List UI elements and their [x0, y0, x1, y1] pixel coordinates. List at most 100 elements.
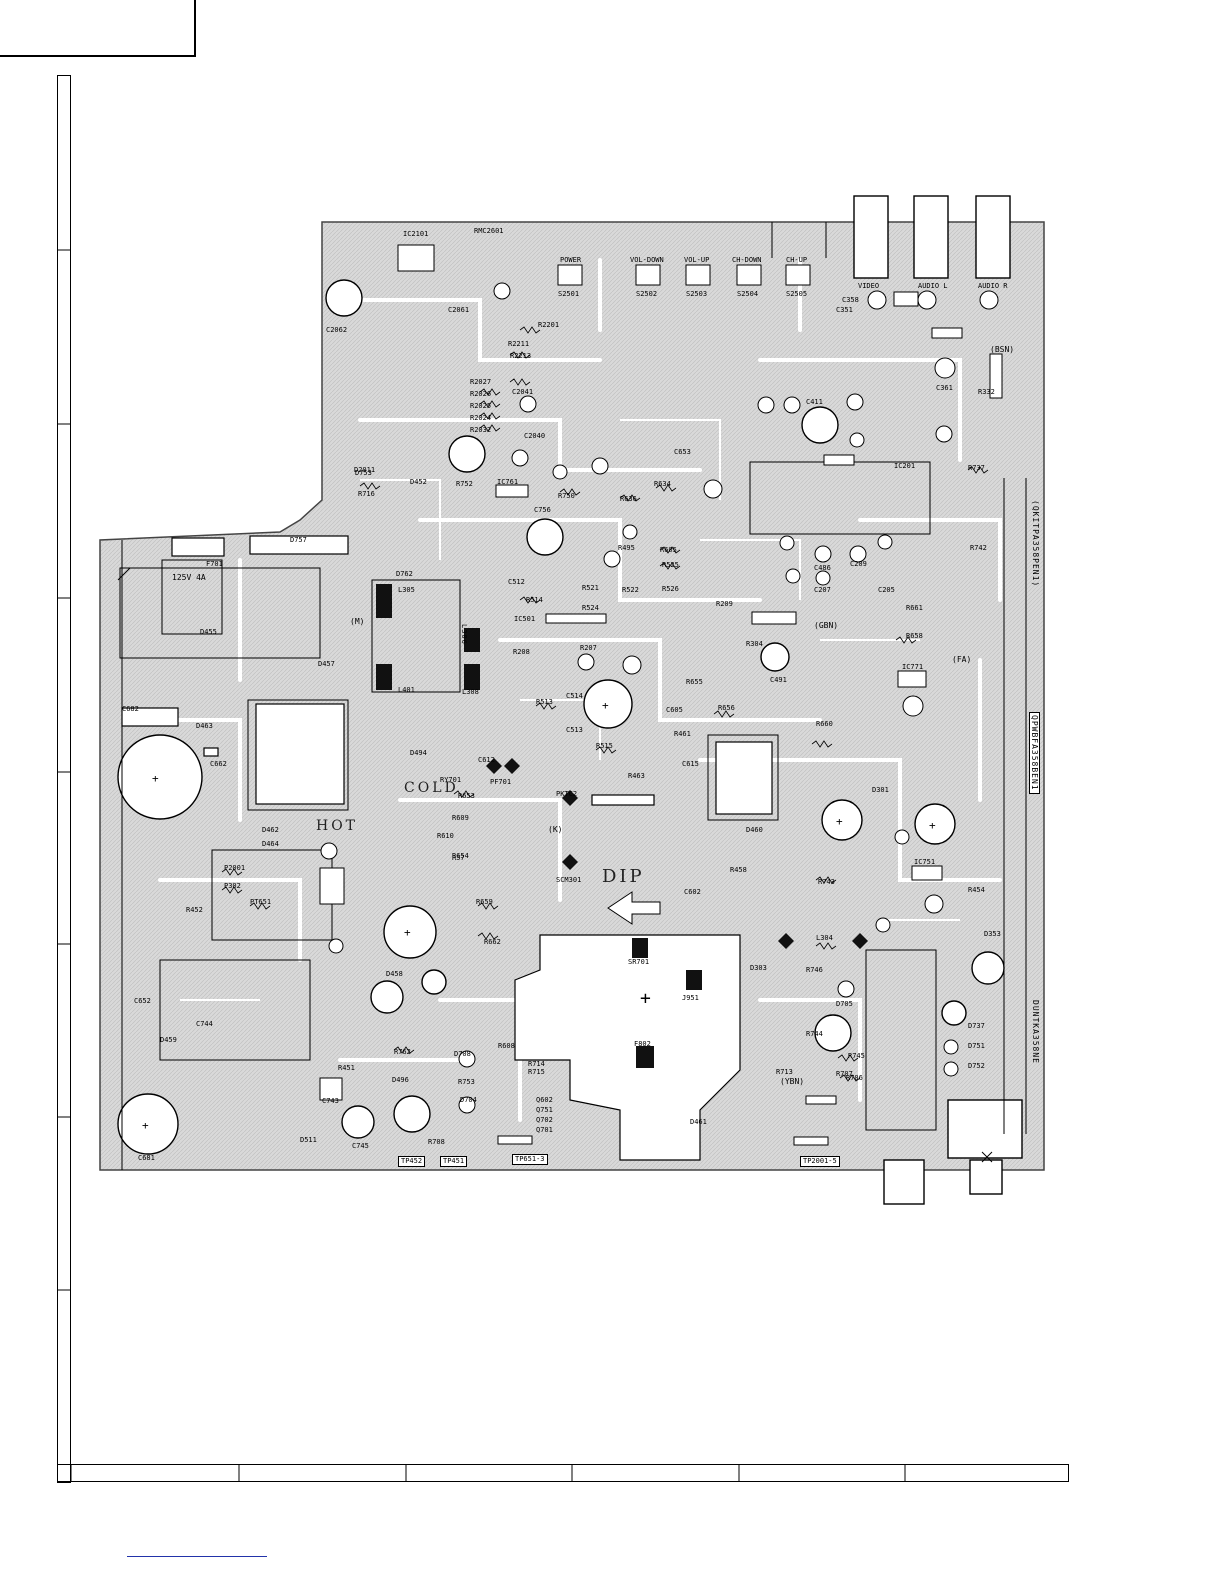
component-ref: R208: [513, 648, 530, 656]
button-label-power: POWER: [560, 256, 582, 264]
region-label-dip: DIP: [602, 866, 645, 887]
component-ref: R57: [452, 854, 465, 862]
board-code-qkit: (QKITPA358PEN1): [1031, 500, 1040, 588]
component-ref: C615: [682, 760, 699, 768]
component-ref: R714: [528, 1060, 545, 1068]
svg-text:+: +: [640, 988, 651, 1009]
component-ref: R209: [716, 600, 733, 608]
component-ref: L305: [398, 586, 415, 594]
component-ref: PKTC2: [556, 790, 578, 798]
component-ref: D753: [355, 469, 372, 477]
component-ref: L308: [462, 688, 479, 696]
component-ref: D494: [410, 749, 427, 757]
jack-label-audio-l: AUDIO L: [918, 282, 948, 290]
bottom-margin-ruler: [57, 1464, 1069, 1482]
component-ref: R332: [978, 388, 995, 396]
test-point: TP651-3: [512, 1154, 548, 1165]
component-ref: D461: [690, 1118, 707, 1126]
component-ref: R451: [338, 1064, 355, 1072]
board-outline: [99, 221, 1045, 1171]
component-ref: D452: [410, 478, 427, 486]
component-ref: R526: [662, 585, 679, 593]
svg-text:+: +: [602, 699, 609, 712]
component-ref: F802: [634, 1040, 651, 1048]
switch-ref: S2503: [686, 290, 708, 298]
component-ref: R661: [906, 604, 923, 612]
switch-ref: S2504: [737, 290, 759, 298]
component-ref: R753: [458, 1078, 475, 1086]
component-ref: RY701: [440, 776, 462, 784]
component-ref: R515: [596, 742, 613, 750]
component-ref: R2201: [538, 321, 560, 329]
component-ref: R609: [452, 814, 469, 822]
component-ref: L304: [816, 934, 833, 942]
component-ref: C514: [566, 692, 583, 700]
component-ref: SR701: [628, 958, 650, 966]
ic-label: RMC2601: [474, 227, 504, 235]
component-ref: R513: [536, 698, 553, 706]
variant-label: (M): [350, 617, 365, 626]
component-ref: R737: [968, 464, 985, 472]
component-ref: R2026: [470, 390, 492, 398]
component-ref: D705: [836, 1000, 853, 1008]
variant-label: (YBN): [780, 1077, 805, 1086]
component-ref: R662: [484, 938, 501, 946]
component-ref: R454: [968, 886, 985, 894]
component-ref: R744: [806, 1030, 823, 1038]
component-ref: PT651: [250, 898, 272, 906]
region-label-hot: HOT: [316, 818, 359, 834]
component-ref: R707: [836, 1070, 853, 1078]
ic-label: IC201: [894, 462, 916, 470]
jack-label-video: VIDEO: [858, 282, 880, 290]
button-label-ch-up: CH-UP: [786, 256, 808, 264]
component-ref: D704: [460, 1096, 477, 1104]
component-ref: R656: [718, 704, 735, 712]
component-ref: C756: [534, 506, 551, 514]
switch-ref: S2501: [558, 290, 580, 298]
component-ref: R716: [358, 490, 375, 498]
variant-label: (K): [548, 825, 563, 834]
variant-label: (GBN): [814, 621, 839, 630]
component-ref: R750: [558, 492, 575, 500]
component-ref: D459: [160, 1036, 177, 1044]
component-ref: C491: [770, 676, 787, 684]
component-ref: R660: [816, 720, 833, 728]
component-ref: C361: [936, 384, 953, 392]
footer-link-underline: [127, 1556, 267, 1557]
component-ref: R742: [970, 544, 987, 552]
test-point: TP452: [398, 1156, 426, 1167]
component-ref: D460: [746, 826, 763, 834]
component-ref: C2040: [524, 432, 546, 440]
component-ref: C744: [196, 1020, 213, 1028]
component-ref: D708: [454, 1050, 471, 1058]
component-ref: R655: [686, 678, 703, 686]
component-ref: D496: [392, 1076, 409, 1084]
component-ref: C605: [666, 706, 683, 714]
component-ref: R745: [848, 1052, 865, 1060]
component-ref: C2062: [326, 326, 348, 334]
component-ref: D463: [196, 722, 213, 730]
component-ref: R514: [526, 596, 543, 604]
component-ref: C653: [674, 448, 691, 456]
svg-text:+: +: [152, 772, 159, 785]
component-ref: R654: [452, 852, 469, 860]
fuse-rating: 125V 4A: [172, 573, 206, 582]
component-ref: R522: [622, 586, 639, 594]
button-label-vol-up: VOL-UP: [684, 256, 710, 264]
component-ref: R458: [730, 866, 747, 874]
ic-label: IC751: [914, 858, 936, 866]
component-ref: D457: [318, 660, 335, 668]
component-ref: P302: [224, 882, 241, 890]
component-ref: C2041: [512, 388, 534, 396]
component-ref: SCM301: [556, 876, 582, 884]
component-ref: R2025: [470, 402, 492, 410]
component-ref: R525: [662, 561, 679, 569]
component-ref: D751: [968, 1042, 985, 1050]
component-ref: R658: [906, 632, 923, 640]
component-ref: C682: [122, 705, 139, 713]
component-ref: R304: [746, 640, 763, 648]
component-ref: C681: [138, 1154, 155, 1162]
component-ref: R2211: [508, 340, 530, 348]
region-label-cold: COLD: [404, 780, 459, 796]
